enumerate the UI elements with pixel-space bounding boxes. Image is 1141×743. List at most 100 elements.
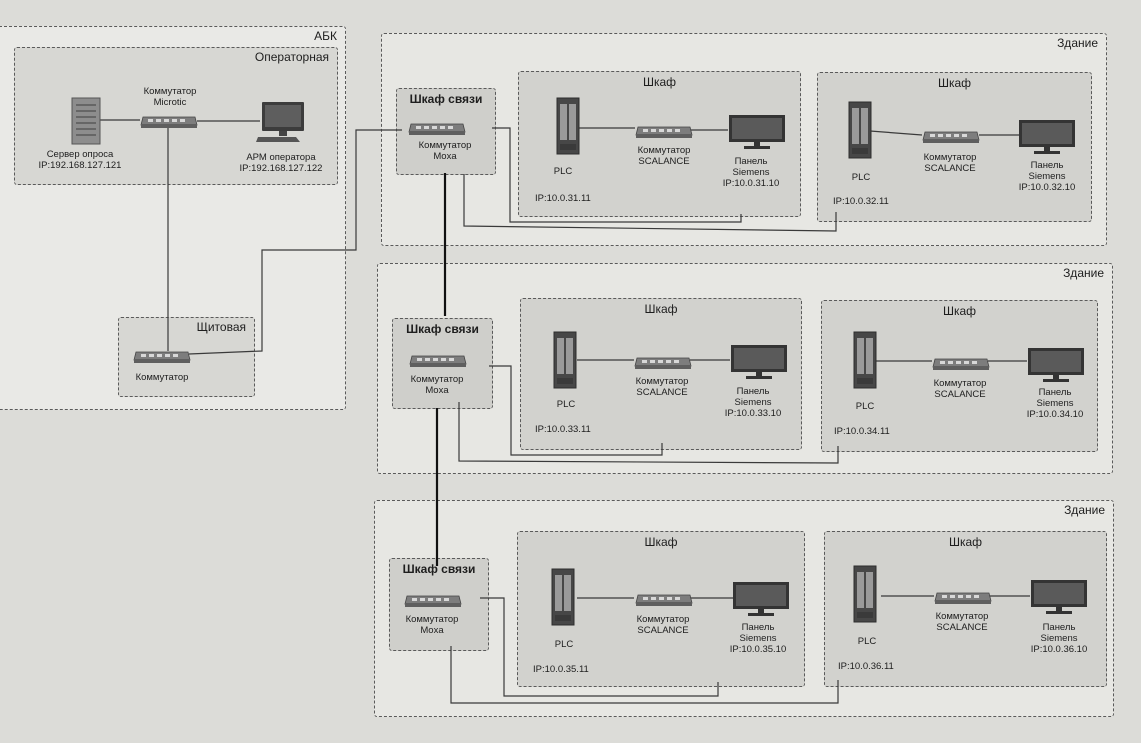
switch-name: Коммутатор (636, 614, 690, 625)
plc-ip: IP:10.0.35.11 (533, 664, 589, 675)
panel-ip: IP:10.0.33.10 (724, 408, 782, 419)
plc-label: PLC (851, 172, 871, 183)
abk-title: АБК (314, 29, 337, 43)
network-switch-icon (409, 352, 467, 373)
comm-cabinet-1-title: Шкаф связи (409, 92, 483, 106)
panel-label: Панель Siemens IP:10.0.36.10 (1024, 622, 1094, 655)
workstation-name: АРМ оператора (246, 152, 316, 163)
switch-model: Microtic (153, 97, 187, 108)
scalance-label: Коммутатор SCALANCE (622, 145, 706, 167)
panel-label: Панель Siemens IP:10.0.31.10 (716, 156, 786, 189)
monitor-icon (732, 581, 790, 622)
scalance-label: Коммутатор SCALANCE (920, 611, 1004, 633)
network-switch-icon (934, 589, 992, 610)
cabinet-32-title: Шкаф (937, 76, 972, 90)
network-switch-icon (133, 348, 191, 369)
server-icon (71, 97, 101, 150)
plc-label: PLC (553, 166, 573, 177)
panel-brand: Siemens (732, 167, 770, 178)
building-1-title: Здание (1057, 36, 1098, 50)
panel-label: Панель Siemens IP:10.0.35.10 (723, 622, 793, 655)
cabinet-31-title: Шкаф (642, 75, 677, 89)
switch-model: SCALANCE (934, 389, 986, 400)
panel-label: Панель Siemens IP:10.0.32.10 (1012, 160, 1082, 193)
workstation-icon (256, 101, 306, 148)
switch-model: SCALANCE (936, 622, 988, 633)
scalance-label: Коммутатор SCALANCE (918, 378, 1002, 400)
panel-name: Панель (1030, 160, 1064, 171)
monitor-icon (1030, 579, 1088, 620)
plc-ip: IP:10.0.31.11 (535, 193, 591, 204)
plc-icon (853, 331, 877, 394)
operator-room-title: Операторная (254, 50, 329, 64)
moxa-model: Moxa (433, 151, 457, 162)
network-switch-icon (922, 128, 980, 149)
plc-ip: IP:10.0.32.11 (833, 196, 889, 207)
panel-ip: IP:10.0.34.10 (1026, 409, 1084, 420)
building-2-title: Здание (1063, 266, 1104, 280)
plc-icon (848, 101, 872, 164)
scalance-label: Коммутатор SCALANCE (908, 152, 992, 174)
workstation-label: АРМ оператора IP:192.168.127.122 (226, 152, 336, 174)
monitor-icon (1018, 119, 1076, 160)
panel-brand: Siemens (1036, 398, 1074, 409)
moxa-label-3: Коммутатор Moxa (389, 614, 475, 636)
switch-model: SCALANCE (924, 163, 976, 174)
server-label: Сервер опроса IP:192.168.127.121 (30, 149, 130, 171)
network-switch-icon (634, 354, 692, 375)
network-switch-icon (140, 113, 198, 134)
plc-label: PLC (556, 399, 576, 410)
server-ip: IP:192.168.127.121 (38, 160, 122, 171)
panel-ip: IP:10.0.32.10 (1018, 182, 1076, 193)
server-name: Сервер опроса (46, 149, 114, 160)
switch-name: Коммутатор (637, 145, 691, 156)
network-switch-icon (635, 591, 693, 612)
comm-cabinet-2-title: Шкаф связи (406, 322, 479, 336)
monitor-icon (728, 114, 786, 155)
moxa-label-2: Коммутатор Moxa (394, 374, 480, 396)
plc-ip: IP:10.0.34.11 (834, 426, 890, 437)
panel-name: Панель (736, 386, 770, 397)
plc-label: PLC (855, 401, 875, 412)
network-switch-icon (635, 123, 693, 144)
moxa-model: Moxa (420, 625, 444, 636)
monitor-icon (730, 344, 788, 385)
switchboard-switch-label: Коммутатор (122, 372, 202, 383)
switch-model: SCALANCE (636, 387, 688, 398)
panel-label: Панель Siemens IP:10.0.34.10 (1020, 387, 1090, 420)
switch-name: Коммутатор (933, 378, 987, 389)
moxa-name: Коммутатор (418, 140, 472, 151)
cabinet-34-title: Шкаф (942, 304, 977, 318)
switch-model: SCALANCE (637, 625, 689, 636)
monitor-icon (1027, 347, 1085, 388)
panel-brand: Siemens (739, 633, 777, 644)
cabinet-33-title: Шкаф (644, 302, 678, 316)
plc-icon (551, 568, 575, 631)
panel-label: Панель Siemens IP:10.0.33.10 (718, 386, 788, 419)
plc-icon (553, 331, 577, 394)
moxa-label-1: Коммутатор Moxa (402, 140, 488, 162)
switchboard-room-title: Щитовая (196, 320, 246, 334)
panel-brand: Siemens (1028, 171, 1066, 182)
moxa-name: Коммутатор (405, 614, 459, 625)
panel-brand: Siemens (1040, 633, 1078, 644)
building-3-title: Здание (1064, 503, 1105, 517)
microtic-switch-label: Коммутатор Microtic (120, 86, 220, 108)
plc-ip: IP:10.0.33.11 (535, 424, 591, 435)
panel-ip: IP:10.0.35.10 (729, 644, 787, 655)
scalance-label: Коммутатор SCALANCE (620, 376, 704, 398)
plc-label: PLC (554, 639, 574, 650)
comm-cabinet-3-title: Шкаф связи (402, 562, 476, 576)
switch-name: Коммутатор (635, 376, 689, 387)
cabinet-36-title: Шкаф (948, 535, 983, 549)
plc-label: PLC (857, 636, 877, 647)
switchboard-switch-name: Коммутатор (135, 372, 189, 383)
moxa-model: Moxa (425, 385, 449, 396)
plc-icon (853, 565, 877, 628)
network-switch-icon (932, 355, 990, 376)
network-switch-icon (408, 120, 466, 141)
switch-name: Коммутатор (923, 152, 977, 163)
moxa-name: Коммутатор (410, 374, 464, 385)
switch-name: Коммутатор (143, 86, 197, 97)
panel-brand: Siemens (734, 397, 772, 408)
